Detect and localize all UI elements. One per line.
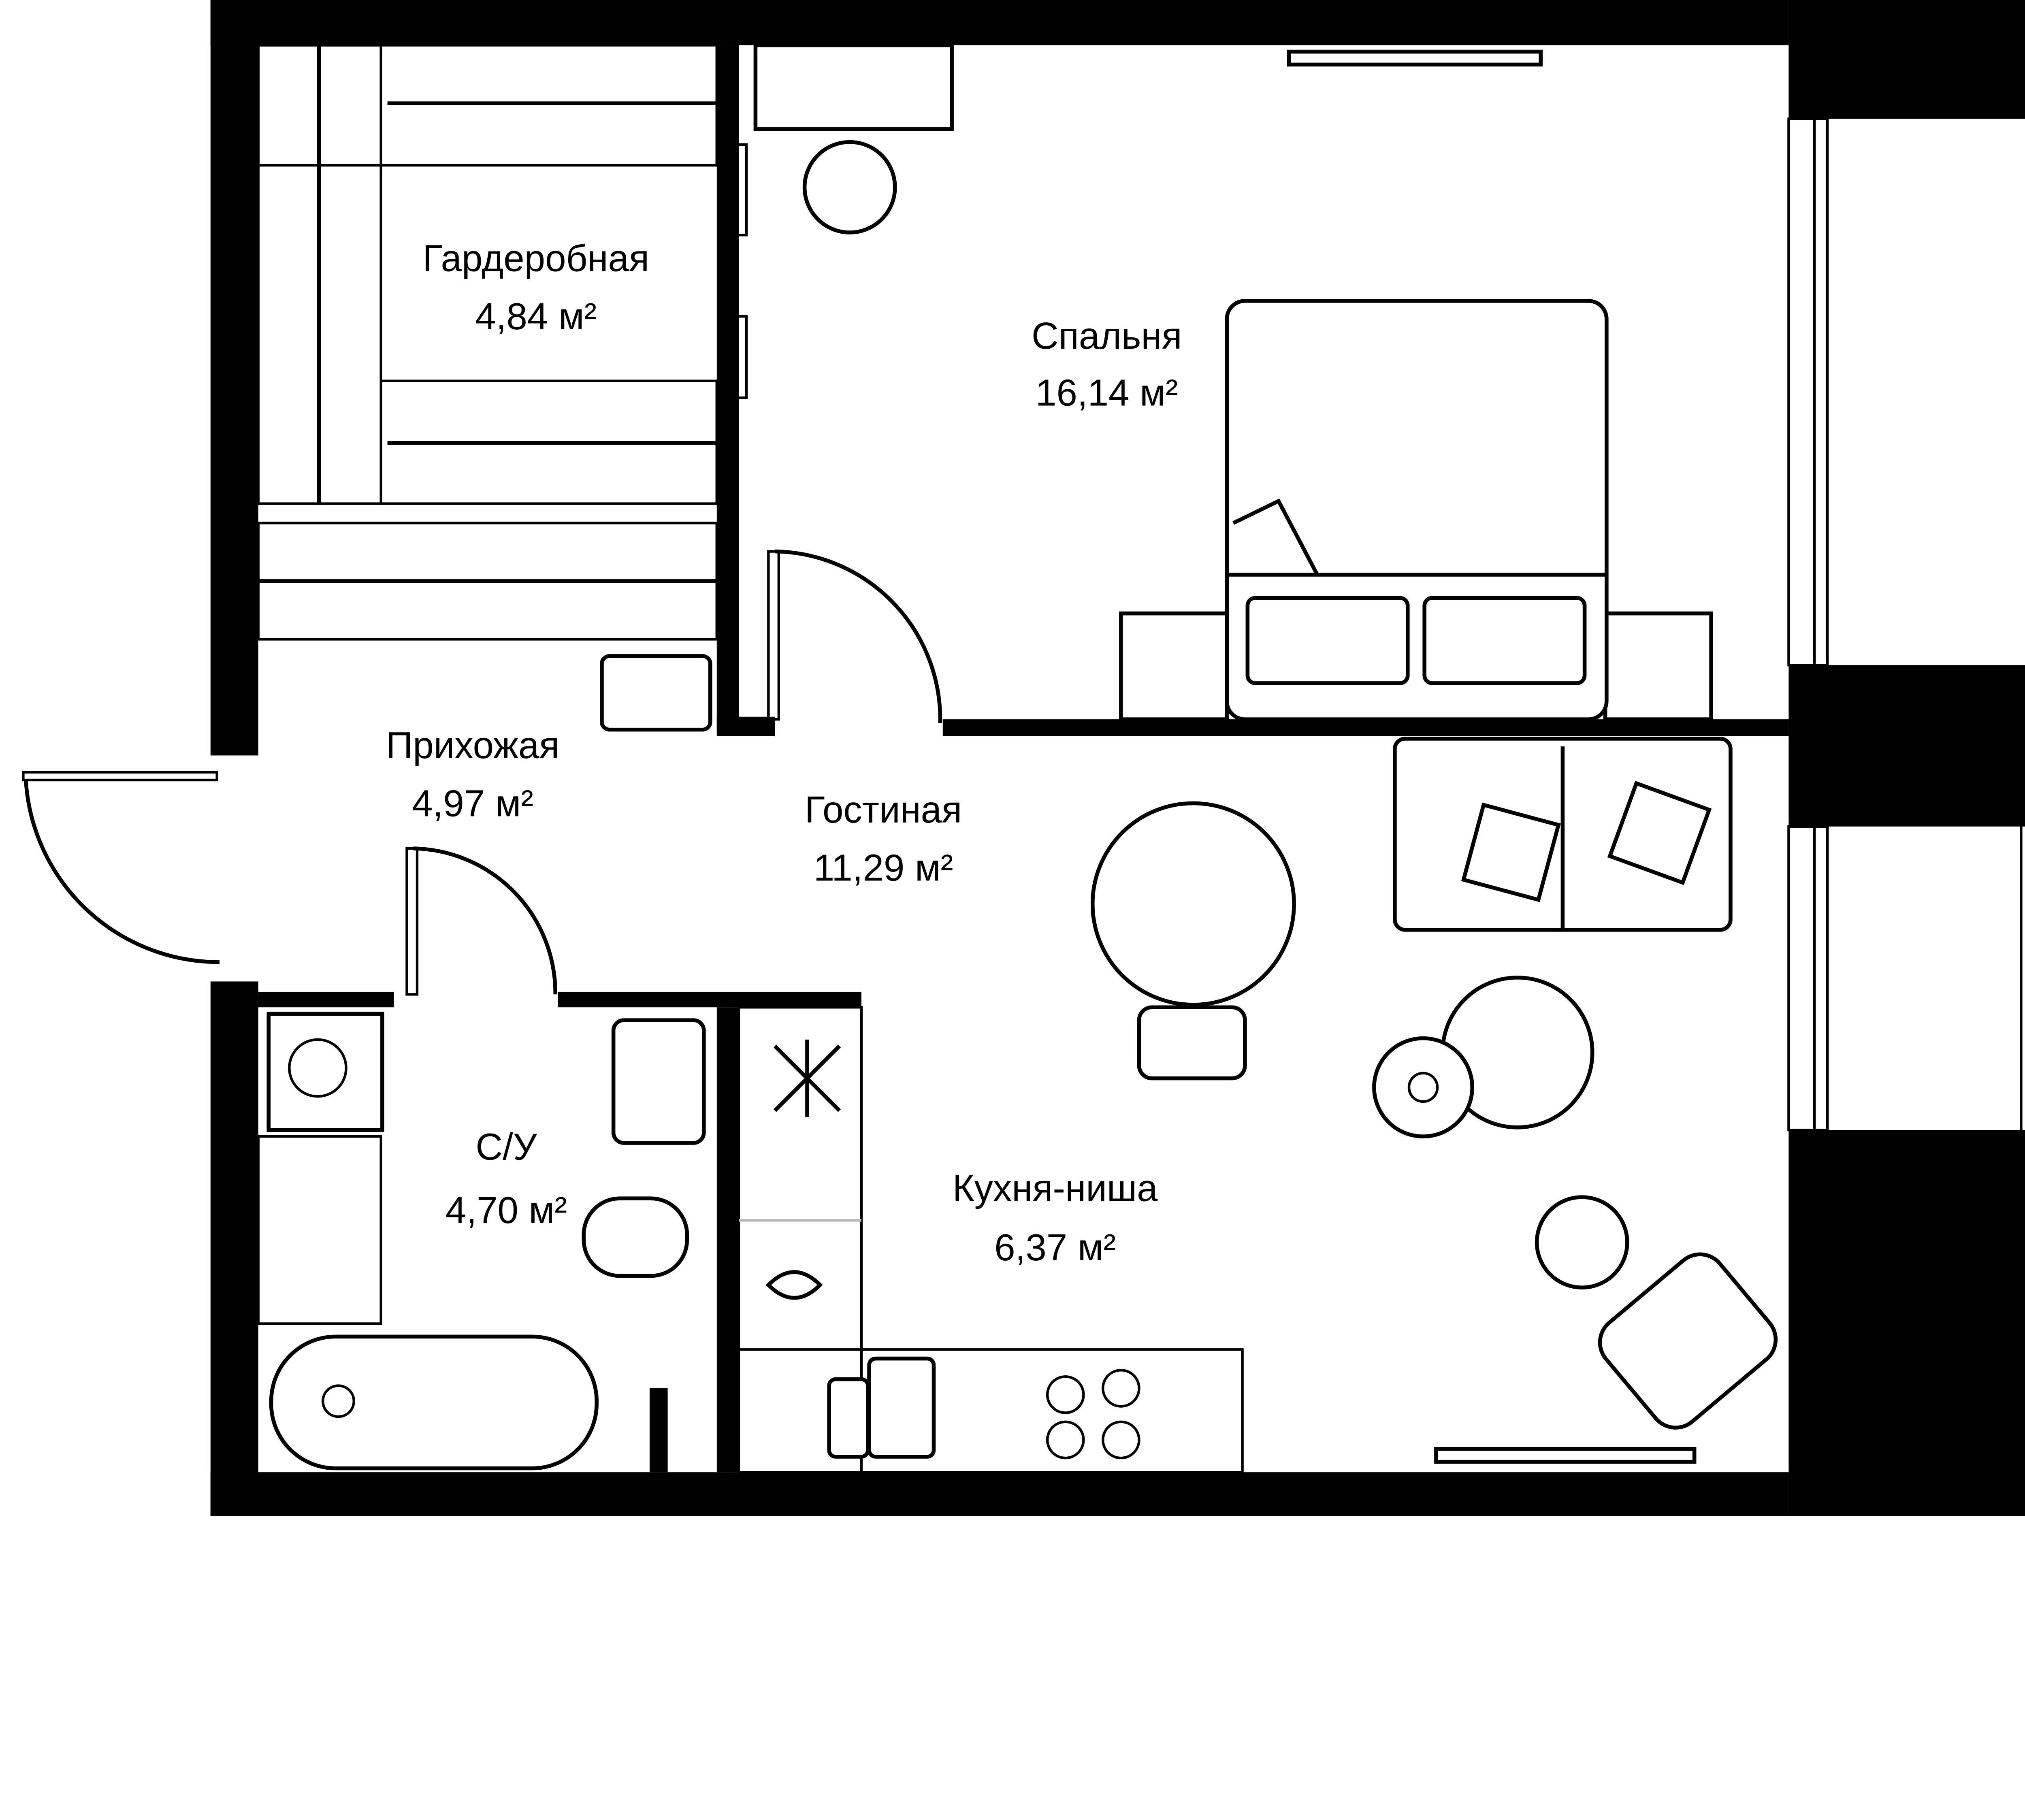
room-name: С/У: [475, 1126, 537, 1168]
room-prikhozhaya: Прихожая 4,97 м²: [386, 724, 559, 824]
room-spalnya: Спальня 16,14 м²: [1032, 315, 1182, 413]
bedroom-furniture: [753, 43, 1713, 721]
room-area: 6,37 м²: [994, 1226, 1116, 1268]
windows: [1287, 49, 2023, 1464]
room-area: 16,14 м²: [1036, 371, 1178, 413]
bathroom-fixtures: [257, 1012, 706, 1470]
room-gostinaya: Гостиная 11,29 м²: [805, 789, 962, 889]
walls: [210, 0, 2025, 1516]
doors: [22, 143, 942, 996]
floor-plan-container: Гардеробная 4,84 м² Спальня 16,14 м² При…: [22, 0, 2025, 1516]
living-furniture: [1090, 737, 1778, 1430]
room-name: Кухня-ниша: [953, 1167, 1158, 1209]
room-area: 4,70 м²: [446, 1189, 567, 1231]
floor-plan: Гардеробная 4,84 м² Спальня 16,14 м² При…: [22, 0, 2025, 1516]
room-gardrobnaya: Гардеробная 4,84 м²: [423, 237, 649, 337]
room-area: 4,84 м²: [475, 295, 597, 337]
room-kitchen: Кухня-ниша 6,37 м²: [953, 1167, 1158, 1269]
room-name: Гардеробная: [423, 237, 649, 279]
room-area: 4,97 м²: [412, 782, 533, 824]
room-area: 11,29 м²: [814, 847, 953, 889]
room-bathroom: С/У 4,70 м²: [446, 1126, 567, 1231]
kitchen: [737, 1006, 1244, 1474]
wardrobe-shelves: [257, 44, 718, 732]
room-name: Гостиная: [805, 789, 962, 831]
room-name: Спальня: [1032, 315, 1182, 357]
room-name: Прихожая: [386, 724, 559, 766]
